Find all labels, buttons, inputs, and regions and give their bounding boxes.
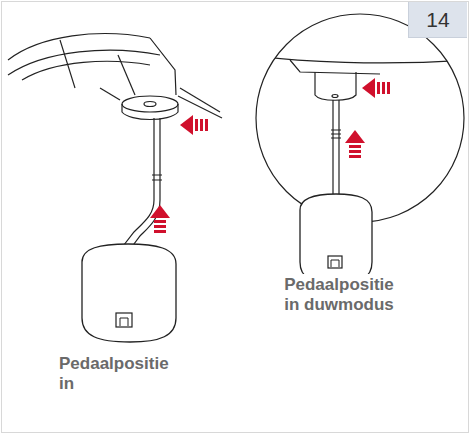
pedal-body	[82, 244, 176, 342]
figure-number-box: 14	[408, 2, 467, 38]
seat-base	[8, 34, 222, 120]
figure-number: 14	[426, 8, 449, 32]
zoom-detail	[250, 55, 470, 195]
zoom-pedal-body	[300, 194, 372, 284]
caption-label: Pedaalpositie in	[56, 353, 184, 396]
caption-label: Pedaalpositie in duwmodus	[272, 274, 406, 317]
zoom-circle	[256, 14, 464, 222]
